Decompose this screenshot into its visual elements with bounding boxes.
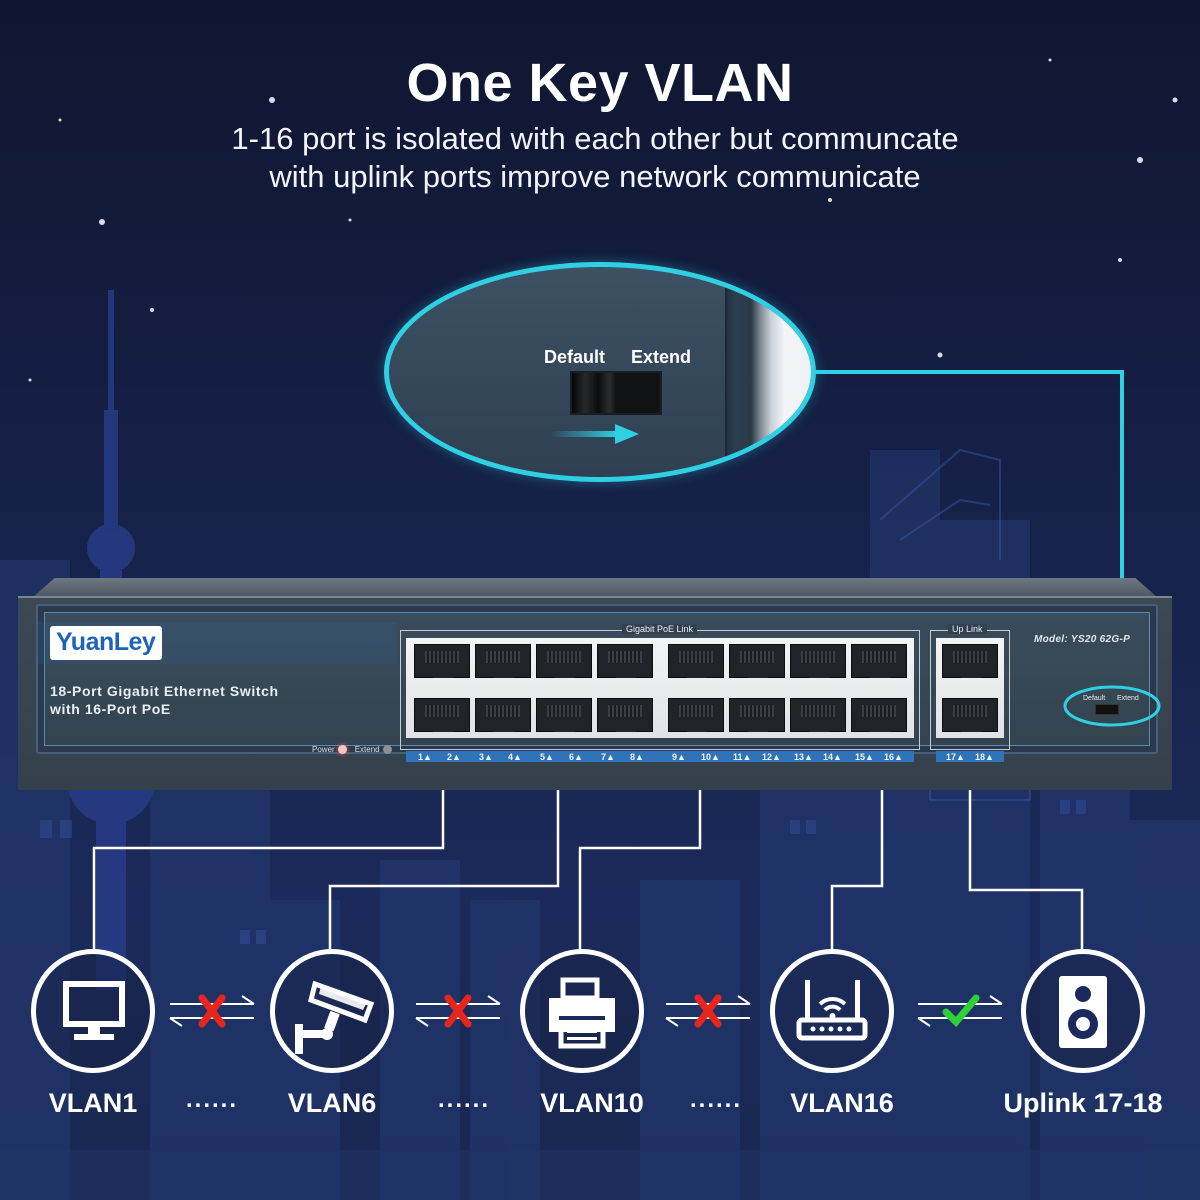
vlan6-device <box>270 949 394 1073</box>
ethernet-port-5[interactable] <box>536 644 592 678</box>
uplink-port-number-strip <box>936 751 1004 762</box>
monitor-icon <box>63 981 125 1040</box>
ethernet-port-9[interactable] <box>668 644 724 678</box>
ethernet-port-12[interactable] <box>729 698 785 732</box>
link-vlan1-vlan6-blocked <box>169 994 255 1028</box>
port-number-15: 15▲ <box>855 752 874 762</box>
brand-logo: YuanLey <box>50 626 162 660</box>
description-line-2: with 16-Port PoE <box>50 701 171 717</box>
port-number-14: 14▲ <box>823 752 842 762</box>
green-check-icon <box>942 994 980 1028</box>
port-number-17: 17▲ <box>946 752 965 762</box>
uplink-group-label: Up Link <box>948 624 987 634</box>
vlan6-label: VLAN6 <box>287 1088 377 1118</box>
separator-dots-3: ...... <box>690 1086 743 1113</box>
port-number-18: 18▲ <box>975 752 994 762</box>
red-x-icon <box>694 994 722 1028</box>
status-leds: Power Extend <box>312 745 400 755</box>
ethernet-port-16[interactable] <box>851 698 907 732</box>
poe-port-number-strip <box>406 751 914 762</box>
mini-default-label: Default <box>1083 695 1106 702</box>
link-vlan6-vlan10-blocked <box>415 994 501 1028</box>
port-number-10: 10▲ <box>701 752 720 762</box>
vlan10-device <box>520 949 644 1073</box>
port-number-16: 16▲ <box>884 752 903 762</box>
ethernet-port-15[interactable] <box>851 644 907 678</box>
port-number-8: 8▲ <box>630 752 644 762</box>
ethernet-port-1[interactable] <box>414 644 470 678</box>
power-led-icon <box>337 745 347 755</box>
printer-icon <box>549 977 615 1049</box>
port-number-4: 4▲ <box>508 752 522 762</box>
red-x-icon <box>198 994 226 1028</box>
port-number-3: 3▲ <box>479 752 493 762</box>
switch-top-surface <box>32 578 1158 598</box>
port-number-1: 1▲ <box>418 752 432 762</box>
ethernet-port-2[interactable] <box>414 698 470 732</box>
uplink-device <box>1021 949 1145 1073</box>
security-camera-icon <box>295 980 375 1054</box>
ethernet-port-8[interactable] <box>597 698 653 732</box>
separator-dots-1: ...... <box>186 1086 239 1113</box>
toggle-knob <box>572 373 616 413</box>
red-x-icon <box>444 994 472 1028</box>
link-vlan16-uplink-allowed <box>917 994 1003 1028</box>
switch-zoom-callout: Default Extend <box>384 262 816 482</box>
page-subtitle: 1-16 port is isolated with each other bu… <box>0 120 1190 196</box>
mini-vlan-toggle[interactable] <box>1095 704 1119 715</box>
vlan16-device <box>770 949 894 1073</box>
ethernet-port-6[interactable] <box>536 698 592 732</box>
separator-dots-2: ...... <box>438 1086 491 1113</box>
ethernet-port-10[interactable] <box>668 698 724 732</box>
ethernet-port-13[interactable] <box>790 644 846 678</box>
poe-group-label: Gigabit PoE Link <box>622 624 698 634</box>
network-switch: YuanLey 18-Port Gigabit Ethernet Switch … <box>18 578 1172 790</box>
link-vlan10-vlan16-blocked <box>665 994 751 1028</box>
extend-label: Extend <box>631 347 692 367</box>
port-number-5: 5▲ <box>540 752 554 762</box>
switch-description: 18-Port Gigabit Ethernet Switch with 16-… <box>50 682 279 718</box>
chassis-side <box>727 267 811 477</box>
ethernet-port-4[interactable] <box>475 698 531 732</box>
vlan1-label: VLAN1 <box>48 1088 138 1118</box>
extend-led-icon <box>382 745 392 755</box>
mini-extend-label: Extend <box>1117 695 1139 702</box>
speaker-icon <box>1059 976 1107 1048</box>
model-number: Model: YS20 62G-P <box>1034 634 1131 645</box>
ethernet-port-3[interactable] <box>475 644 531 678</box>
port-number-6: 6▲ <box>569 752 583 762</box>
subtitle-line-1: 1-16 port is isolated with each other bu… <box>231 121 959 156</box>
brand-name: YuanLey <box>56 628 156 656</box>
switch-highlight-ring <box>1063 685 1161 727</box>
slide-right-arrow-icon <box>551 424 639 444</box>
vlan-toggle-switch[interactable] <box>570 371 662 415</box>
port-number-12: 12▲ <box>762 752 781 762</box>
port-number-11: 11▲ <box>733 752 752 762</box>
chassis-edge <box>725 267 728 477</box>
ethernet-port-18[interactable] <box>942 698 998 732</box>
ethernet-port-14[interactable] <box>790 698 846 732</box>
wifi-router-icon <box>796 980 868 1041</box>
port-number-13: 13▲ <box>794 752 813 762</box>
description-line-1: 18-Port Gigabit Ethernet Switch <box>50 683 279 699</box>
vlan16-label: VLAN16 <box>790 1088 894 1118</box>
ethernet-port-7[interactable] <box>597 644 653 678</box>
vlan10-label: VLAN10 <box>540 1088 644 1118</box>
ethernet-port-17[interactable] <box>942 644 998 678</box>
port-number-7: 7▲ <box>601 752 615 762</box>
ethernet-port-11[interactable] <box>729 644 785 678</box>
port-wires <box>92 732 1084 950</box>
extend-led-label: Extend <box>354 745 380 754</box>
default-label: Default <box>544 347 606 367</box>
port-number-9: 9▲ <box>672 752 686 762</box>
power-led-label: Power <box>312 745 335 754</box>
port-number-2: 2▲ <box>447 752 461 762</box>
vlan1-device <box>31 949 155 1073</box>
uplink-label: Uplink 17-18 <box>1003 1088 1163 1118</box>
page-title: One Key VLAN <box>406 53 794 113</box>
subtitle-line-2: with uplink ports improve network commun… <box>269 159 921 194</box>
